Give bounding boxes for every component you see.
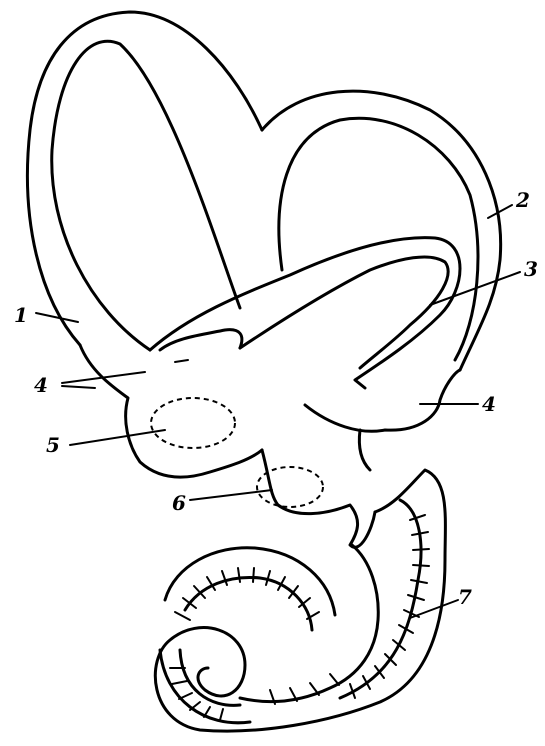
anterior-semicircular-canal [27,12,262,350]
posterior-semicircular-canal [262,91,501,370]
label-5: 5 [46,433,60,457]
cochlear-hatching [170,515,429,720]
oval-window [151,398,235,448]
label-4-right: 4 [482,392,496,416]
label-1: 1 [14,303,28,327]
label-3: 3 [524,257,538,281]
label-7: 7 [458,585,472,609]
label-4-left: 4 [34,373,48,397]
lateral-semicircular-canal [150,238,460,388]
vestibule [80,330,460,548]
label-6: 6 [172,491,186,515]
label-2: 2 [515,188,530,212]
round-window [257,467,323,507]
cochlea [155,470,445,731]
